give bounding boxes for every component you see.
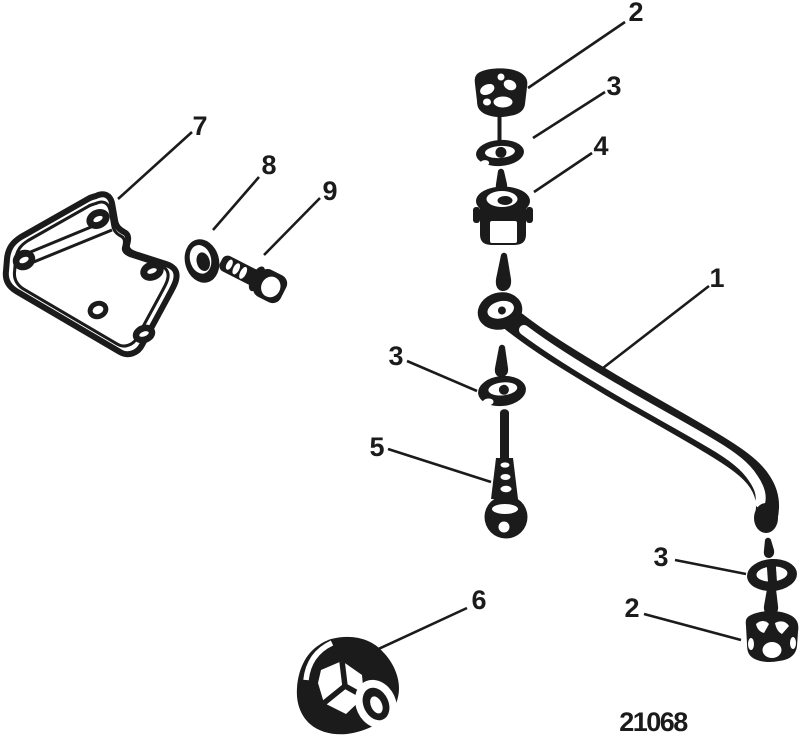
locknut-bottom: [745, 610, 799, 662]
flat-washer-bottom: [747, 558, 797, 592]
bolt-hole: [140, 261, 164, 281]
callout-2-top: 2: [527, 0, 644, 90]
mounting-bracket: [2, 191, 180, 358]
leader-line: [371, 606, 468, 654]
drawing-number: 21068: [619, 707, 688, 737]
link-rod: [477, 292, 780, 558]
nut-bore: [355, 679, 397, 729]
callout-3-top: 3: [532, 71, 622, 140]
callout-label: 3: [388, 341, 403, 371]
locknut-top: [474, 68, 528, 118]
flat-washer-middle: [478, 375, 526, 407]
bolt-hole: [86, 209, 110, 229]
flat-washer-top: [476, 139, 524, 167]
small-hole: [87, 300, 109, 320]
hex-bolt-9: [219, 255, 288, 304]
leader-line: [643, 612, 742, 642]
callout-label: 8: [261, 150, 276, 180]
stud-pin: [763, 589, 779, 615]
callout-label: 4: [593, 131, 608, 161]
callout-3-middle: 3: [388, 341, 478, 393]
leader-line: [602, 284, 710, 370]
leader-line: [406, 359, 478, 393]
callout-8: 8: [212, 150, 277, 231]
callout-4: 4: [533, 131, 609, 194]
callout-6: 6: [371, 585, 487, 654]
callout-3-bottom: 3: [653, 542, 747, 576]
leader-line: [527, 20, 626, 90]
shoulder-bolt: [484, 409, 528, 539]
stud-pin: [495, 168, 508, 192]
callout-label: 9: [322, 176, 337, 206]
leader-line: [212, 176, 260, 231]
callout-label: 6: [471, 585, 486, 615]
bushing: [473, 186, 533, 245]
callout-label: 3: [653, 542, 668, 572]
leader-line: [117, 131, 193, 200]
rod-end-pin: [763, 537, 775, 558]
callout-2-bottom: 2: [624, 593, 742, 642]
leader-line: [263, 197, 321, 256]
callouts: 2 3 4 7 8 9 1 3: [117, 0, 747, 654]
leader-line: [533, 151, 593, 194]
callout-label: 2: [628, 0, 643, 27]
flat-washer-8: [184, 239, 220, 283]
bolt-hole: [132, 324, 156, 344]
callout-label: 3: [606, 71, 621, 101]
callout-label: 1: [709, 263, 724, 293]
flange-nut: [296, 636, 399, 735]
leader-line: [674, 558, 747, 576]
callout-label: 2: [624, 593, 639, 623]
leader-line: [387, 447, 492, 484]
callout-label: 5: [369, 432, 384, 462]
stud-pin: [495, 252, 512, 291]
stud-pin: [494, 344, 509, 377]
rod-eye: [477, 292, 523, 330]
callout-5: 5: [369, 432, 492, 484]
callout-7: 7: [117, 111, 208, 200]
callout-9: 9: [263, 176, 338, 256]
callout-label: 7: [192, 111, 207, 141]
callout-1: 1: [602, 263, 725, 370]
leader-line: [532, 90, 606, 140]
bolt-hole: [12, 249, 36, 271]
